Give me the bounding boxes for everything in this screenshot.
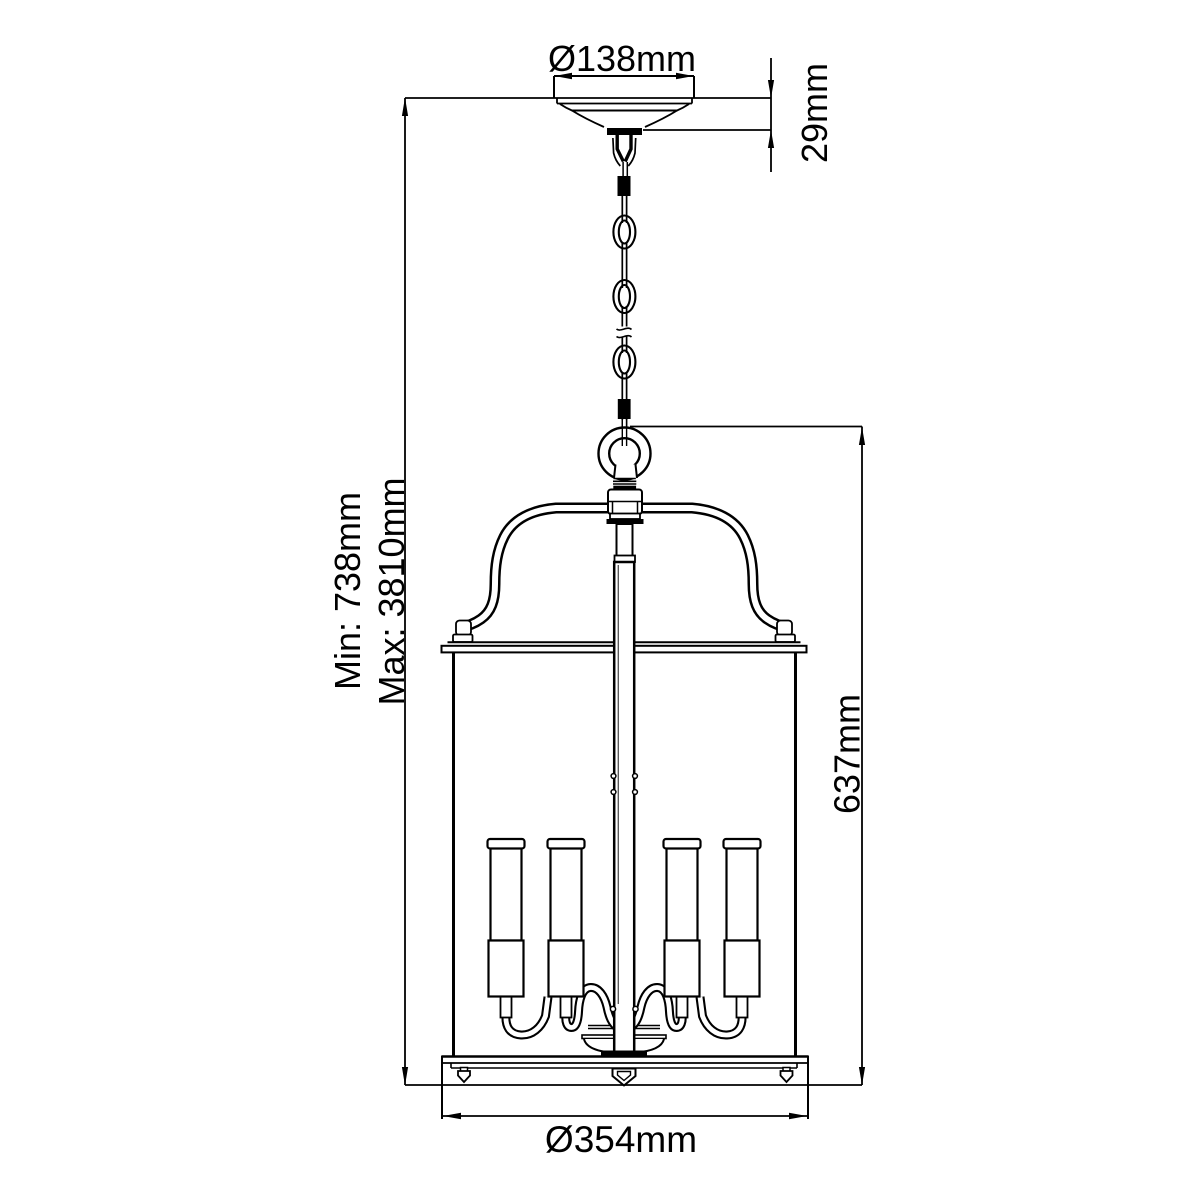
svg-text:Min: 738mm: Min: 738mm [327, 492, 368, 690]
svg-text:29mm: 29mm [794, 63, 835, 163]
svg-text:Max: 3810mm: Max: 3810mm [371, 477, 412, 705]
svg-text:637mm: 637mm [827, 694, 868, 814]
svg-text:Ø354mm: Ø354mm [545, 1119, 697, 1160]
svg-text:Ø138mm: Ø138mm [548, 38, 696, 79]
